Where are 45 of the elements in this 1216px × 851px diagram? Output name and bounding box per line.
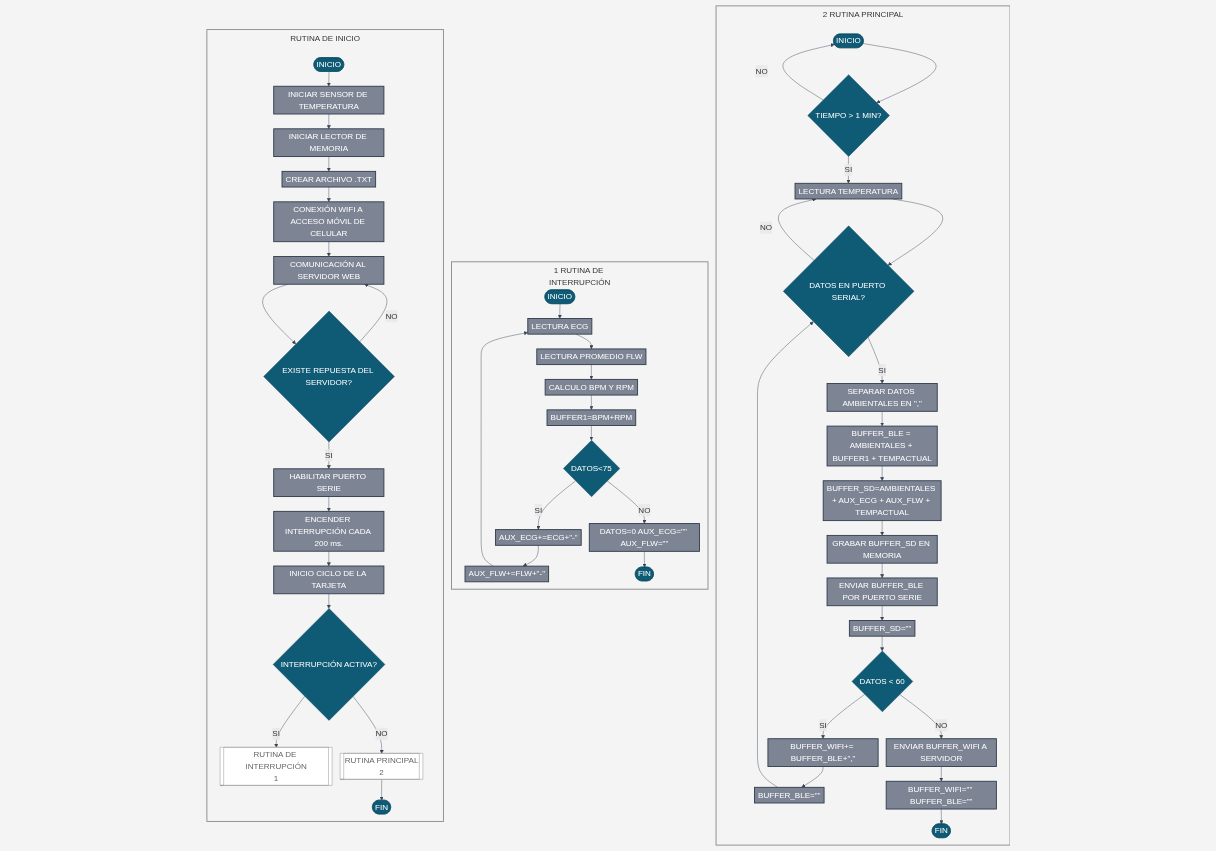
node-box: ENVIAR BUFFER_BLE POR PUERTO SERIE xyxy=(826,577,938,607)
edge-label: NO xyxy=(759,222,772,232)
node-box: HABILITAR PUERTO SERIE xyxy=(272,468,384,497)
node-box: BUFFER_BLE = AMBIENTALES + BUFFER1 + TEMPACTUAL xyxy=(826,425,938,467)
node-box: ENVIAR BUFFER_WIFI A SERVIDOR xyxy=(885,738,997,767)
edge-label: SI xyxy=(534,505,542,515)
node-box: COMUNICACIÓN AL SERVIDOR WEB xyxy=(272,256,384,285)
node-box: BUFFER_SD=AMBIENTALES + AUX_ECG + AUX_FLW + TEMPACTUAL xyxy=(822,480,942,522)
edge-label: NO xyxy=(755,66,768,76)
node-box: CREAR ARCHIVO .TXT xyxy=(281,170,376,188)
node-box: BUFFER_BLE="" xyxy=(753,786,825,804)
edge-label: NO xyxy=(375,729,388,739)
node-label: 2 xyxy=(378,767,384,777)
node-box: LECTURA ECG xyxy=(526,318,592,335)
edge-label: NO xyxy=(637,505,650,515)
node-box: BUFFER1=BPM+RPM xyxy=(546,409,636,426)
node-box: DATOS=0 AUX_ECG="" AUX_FLW="" xyxy=(588,523,700,552)
node-box: BUFFER_WIFI+= BUFFER_BLE+"," xyxy=(767,738,879,767)
node-box: LECTURA PROMEDIO FLW xyxy=(535,348,646,366)
node-box: INICIAR LECTOR DE MEMORIA xyxy=(272,128,384,157)
node-box: GRABAR BUFFER_SD EN MEMORIA xyxy=(826,534,938,564)
node-box: BUFFER_WIFI="" BUFFER_BLE="" xyxy=(885,780,997,810)
edge-label: SI xyxy=(877,365,886,375)
node-box: CONEXIÓN WIFI A ACCESO MÓVIL DE CELULAR xyxy=(272,201,384,243)
node-box: CALCULO BPM Y RPM xyxy=(544,378,638,396)
node-diamond: DATOS EN PUERTO SERIAL? xyxy=(782,225,914,357)
edge-label: SI xyxy=(271,729,280,739)
node-box: BUFFER_SD="" xyxy=(848,620,915,637)
node-box: AUX_FLW+=FLW+"-" xyxy=(464,565,549,583)
node-diamond: TIEMPO > 1 MIN? xyxy=(807,74,890,157)
node-diamond: DATOS < 60 xyxy=(851,650,913,713)
edge-label: SI xyxy=(324,450,333,460)
node-diamond: DATOS<75 xyxy=(562,440,620,497)
node-box: INICIAR SENSOR DE TEMPERATURA xyxy=(272,85,384,115)
node-box: INICIO CICLO DE LA TARJETA xyxy=(272,565,384,595)
edge-label: NO xyxy=(385,311,398,321)
node-label: 1 xyxy=(273,773,278,783)
node-box: AUX_ECG+=ECG+"-" xyxy=(494,529,582,546)
node-box: ENCENDER INTERRUPCIÓN CADA 200 ms. xyxy=(272,510,384,552)
edge-label: SI xyxy=(844,165,852,175)
node-box: SEPARAR DATOS AMBIENTALES EN "," xyxy=(826,383,938,412)
edge-label: SI xyxy=(818,720,827,730)
node-box: LECTURA TEMPERATURA xyxy=(794,182,902,200)
edge-label: NO xyxy=(934,720,947,730)
node-diamond: INTERRUPCIÓN ACTIVA? xyxy=(272,608,385,721)
